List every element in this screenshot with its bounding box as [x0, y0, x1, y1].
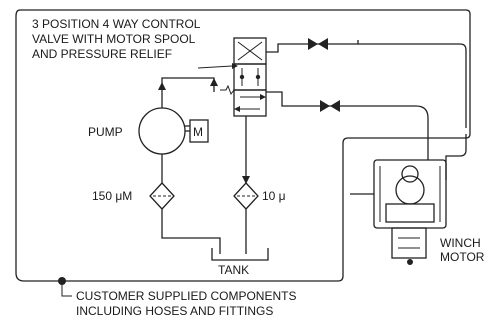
valve-leader [197, 65, 233, 69]
valve-position-bottom [233, 89, 267, 117]
tank-icon [211, 248, 269, 261]
tank-label: TANK [218, 263, 249, 277]
filter-left-label: 150 μM [92, 189, 132, 203]
pump-label: PUMP [88, 125, 123, 139]
control-valve [220, 37, 267, 117]
motor-symbol [189, 119, 209, 143]
note-label: CUSTOMER SUPPLIED COMPONENTS INCLUDING H… [76, 289, 300, 318]
winch-motor-icon [373, 159, 447, 265]
filter-right-label: 10 μ [262, 189, 286, 203]
customer-hose-boundary [15, 9, 471, 282]
valve-label: 3 POSITION 4 WAY CONTROL VALVE WITH MOTO… [32, 17, 203, 61]
check-valve-icon [320, 100, 340, 112]
valve-position-center [233, 63, 267, 91]
pressure-line-a [266, 40, 359, 53]
pump-icon [138, 107, 186, 155]
pressure-line-b [266, 91, 429, 160]
winch-label: WINCH MOTOR [440, 236, 485, 264]
return-line-b-ext [358, 43, 467, 128]
motor-symbol-label: M [193, 125, 203, 139]
check-valve-icon [308, 38, 328, 50]
